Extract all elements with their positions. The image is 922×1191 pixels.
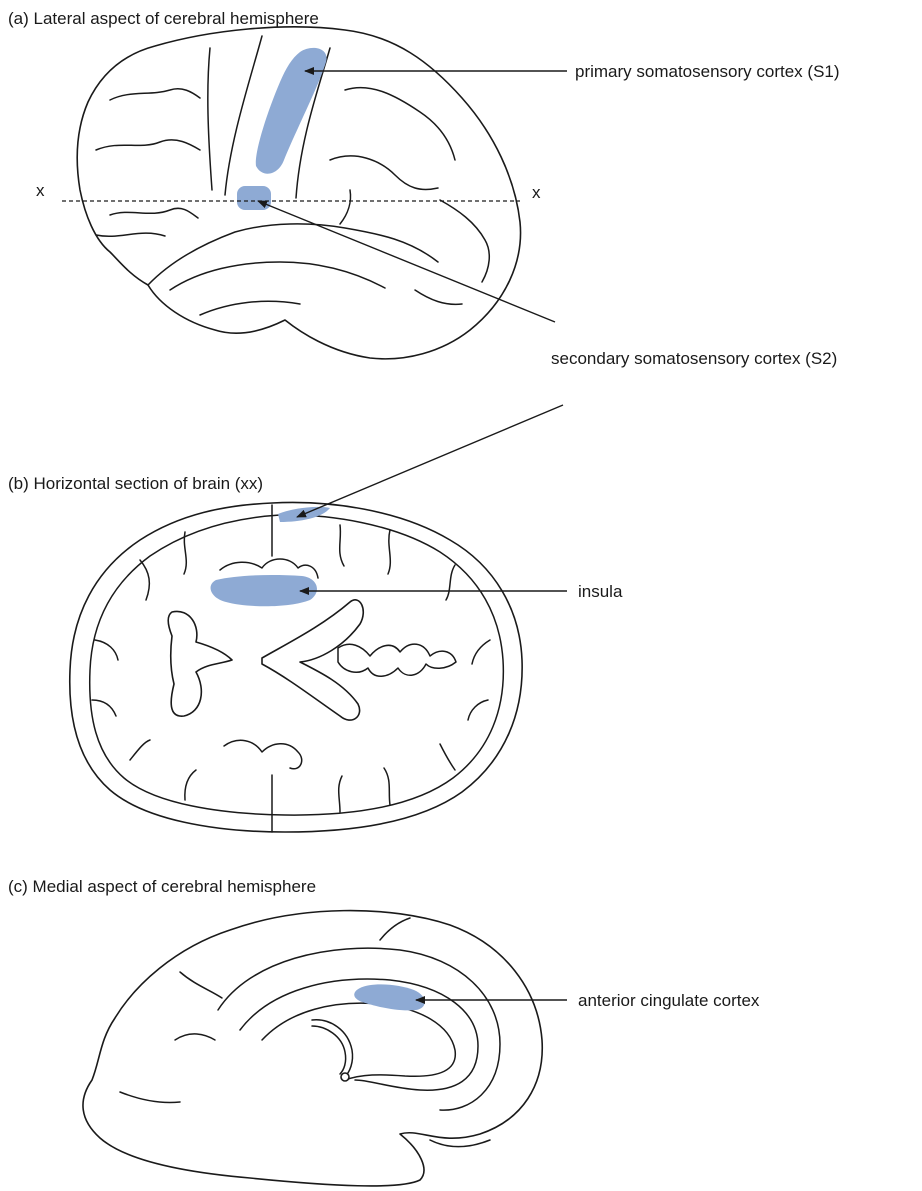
- plane-marker-left: x: [36, 181, 45, 200]
- anterior-commissure: [341, 1073, 349, 1081]
- s2-highlight: [237, 186, 271, 210]
- panel-b: (b) Horizontal section of brain (xx): [8, 405, 623, 832]
- panel-c: (c) Medial aspect of cerebral hemisphere…: [8, 877, 760, 1186]
- s2-leader-line-lower: [297, 405, 563, 517]
- panel-a: (a) Lateral aspect of cerebral hemispher…: [8, 9, 840, 368]
- s1-label: primary somatosensory cortex (S1): [575, 62, 840, 81]
- panel-b-caption: (b) Horizontal section of brain (xx): [8, 474, 263, 493]
- s2-label: secondary somatosensory cortex (S2): [551, 349, 837, 368]
- panel-a-caption: (a) Lateral aspect of cerebral hemispher…: [8, 9, 319, 28]
- plane-marker-right: x: [532, 183, 541, 202]
- medial-sulcus-5: [430, 1140, 490, 1147]
- panel-c-caption: (c) Medial aspect of cerebral hemisphere: [8, 877, 316, 896]
- acc-label: anterior cingulate cortex: [578, 991, 760, 1010]
- insula-label: insula: [578, 582, 623, 601]
